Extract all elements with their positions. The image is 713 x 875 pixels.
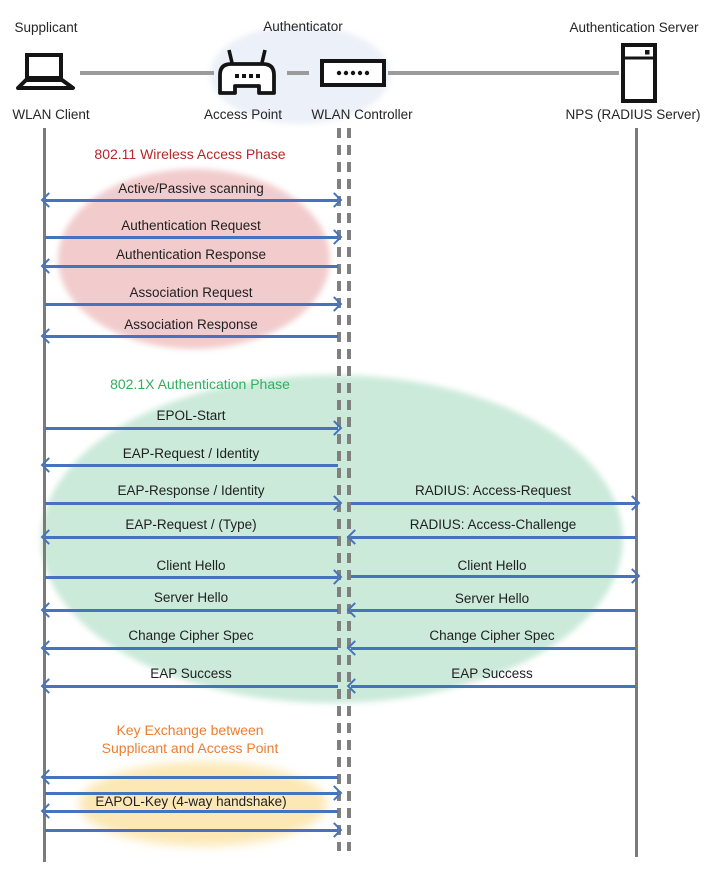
msg-label: EAP Success [150, 666, 232, 681]
arrow-eapol-key-4 [45, 822, 343, 839]
msg-label: RADIUS: Access-Request [414, 483, 572, 498]
arrow-eap-response-identity [45, 495, 343, 512]
role-supplicant: Supplicant [14, 20, 78, 35]
role-authenticator: Authenticator [263, 19, 343, 34]
msg-label: Active/Passive scanning [118, 181, 264, 196]
msg-label: Client Hello [156, 558, 226, 573]
arrow-eap-success-right [346, 678, 636, 695]
msg-label: Change Cipher Spec [429, 628, 555, 643]
controller-lifeline-right [347, 128, 351, 851]
phase3-title-line2: Supplicant and Access Point [101, 740, 279, 756]
arrow-eapol-key-3 [40, 803, 338, 820]
phase2-title: 802.1X Authentication Phase [110, 376, 290, 392]
msg-label: Server Hello [454, 591, 530, 606]
wlan-controller-icon [320, 59, 386, 87]
arrow-server-hello-left [40, 602, 338, 619]
arrow-eap-request-type [40, 529, 338, 546]
arrow-scanning [40, 192, 343, 209]
arrow-authentication-response [40, 258, 338, 275]
phase3-title-line1: Key Exchange between [116, 722, 264, 738]
arrow-client-hello-right [351, 568, 641, 585]
link-line-controller-server [388, 71, 619, 75]
msg-label: Authentication Request [121, 218, 261, 233]
arrow-eap-success-left [40, 678, 338, 695]
access-point-icon [216, 45, 278, 97]
device-wlan-controller: WLAN Controller [311, 107, 413, 122]
phase1-title: 802.11 Wireless Access Phase [94, 146, 286, 162]
laptop-icon [15, 52, 77, 94]
msg-label: Client Hello [457, 558, 527, 573]
msg-label: Authentication Response [115, 247, 267, 262]
server-lifeline [635, 128, 638, 857]
arrow-eapol-key-2 [45, 785, 343, 802]
arrow-association-request [45, 296, 343, 313]
msg-label: Server Hello [153, 590, 229, 605]
device-wlan-client: WLAN Client [12, 107, 90, 122]
device-nps-radius-server: NPS (RADIUS Server) [565, 107, 701, 122]
arrow-change-cipher-spec-right [346, 640, 636, 657]
device-access-point: Access Point [203, 107, 283, 122]
msg-label: EAP-Request / Identity [122, 446, 260, 461]
msg-label: RADIUS: Access-Challenge [409, 517, 577, 532]
link-line-ap-controller [287, 71, 309, 75]
arrow-radius-access-challenge [346, 529, 636, 546]
arrow-epol-start [45, 420, 343, 437]
arrow-eap-request-identity [40, 457, 338, 474]
arrow-change-cipher-spec-left [40, 640, 338, 657]
msg-label: Association Request [129, 285, 253, 300]
msg-label: Association Response [124, 317, 258, 332]
arrow-eapol-key-1 [40, 769, 338, 786]
arrow-association-response [40, 328, 338, 345]
server-icon [621, 43, 657, 103]
msg-label: EPOL-Start [156, 408, 226, 423]
msg-label-eapol-key: EAPOL-Key (4-way handshake) [95, 794, 287, 809]
controller-lifeline-left [337, 128, 341, 851]
msg-label: EAP-Request / (Type) [125, 517, 257, 532]
client-lifeline [43, 128, 46, 862]
role-authentication-server: Authentication Server [569, 20, 699, 35]
msg-label: EAP Success [451, 666, 533, 681]
msg-label: Change Cipher Spec [128, 628, 254, 643]
arrow-client-hello-left [45, 569, 343, 586]
msg-label: EAP-Response / Identity [117, 483, 265, 498]
arrow-authentication-request [45, 229, 343, 246]
arrow-server-hello-right [346, 602, 636, 619]
arrow-radius-access-request [351, 495, 641, 512]
link-line-client-ap [80, 71, 214, 75]
